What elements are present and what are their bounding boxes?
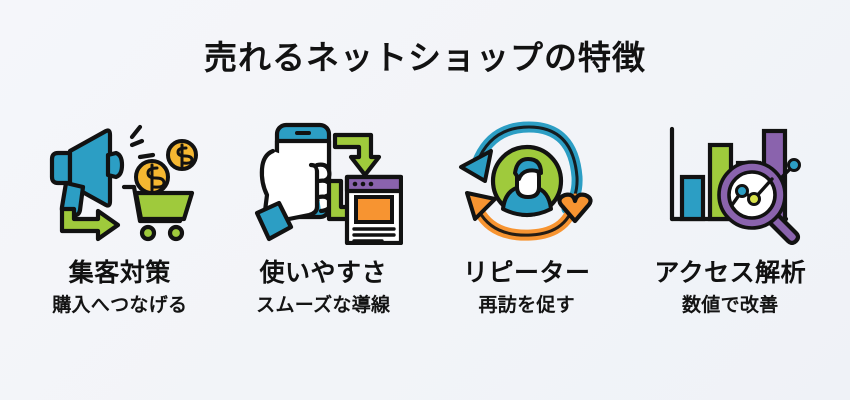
repeat-customer-icon — [447, 115, 607, 245]
feature-column: 集客対策 購入へつなげる — [18, 115, 222, 317]
feature-title: 使いやすさ — [259, 259, 387, 287]
smartphone-browser-icon — [243, 115, 404, 245]
feature-subtitle: 購入へつなげる — [52, 294, 188, 316]
feature-column: アクセス解析 数値で改善 — [629, 115, 833, 317]
feature-title: リピーター — [462, 259, 591, 287]
megaphone-cart-icon — [40, 115, 200, 245]
feature-subtitle: スムーズな導線 — [256, 294, 391, 316]
page-title: 売れるネットショップの特徴 — [204, 39, 646, 76]
feature-columns: 集客対策 購入へつなげる — [0, 115, 850, 317]
feature-title: アクセス解析 — [654, 259, 807, 287]
feature-title: 集客対策 — [68, 259, 171, 287]
feature-subtitle: 数値で改善 — [681, 294, 779, 316]
feature-subtitle: 再訪を促す — [478, 294, 575, 316]
feature-column: 使いやすさ スムーズな導線 — [222, 115, 426, 317]
analytics-magnifier-icon — [650, 115, 810, 245]
feature-column: リピーター 再訪を促す — [425, 115, 629, 317]
